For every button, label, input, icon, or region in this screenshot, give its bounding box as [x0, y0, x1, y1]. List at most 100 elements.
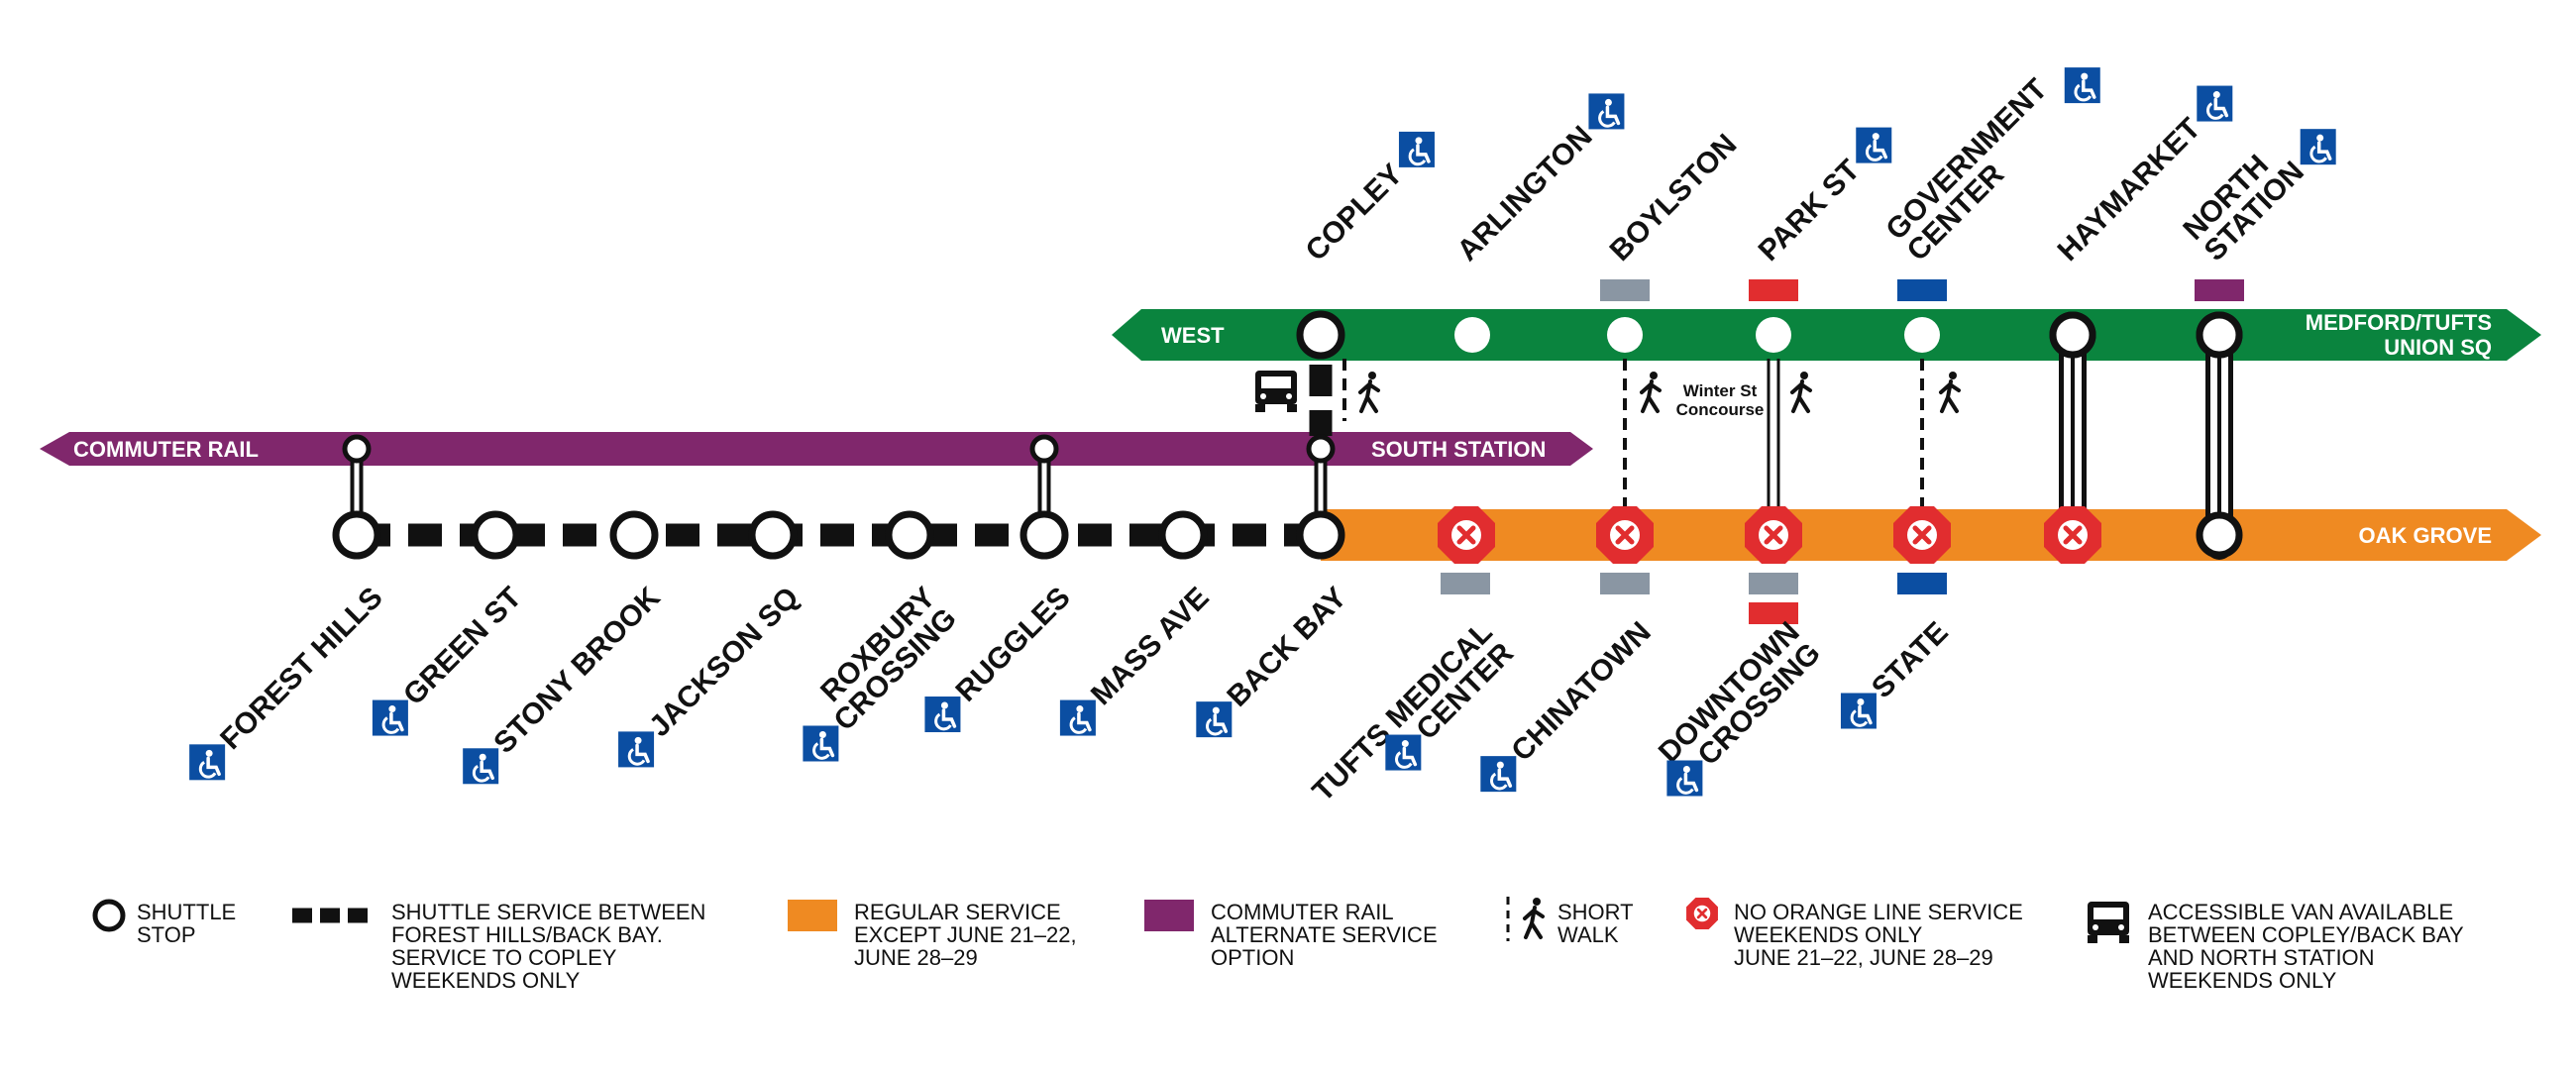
green-stop	[1607, 317, 1643, 353]
short-walk-icon	[1523, 896, 1545, 939]
legend-text: STOP	[137, 922, 196, 947]
legend-text: SERVICE TO COPLEY	[391, 945, 617, 970]
legend-text: SHORT	[1557, 900, 1634, 924]
accessible-icon	[1586, 91, 1627, 132]
shuttle-stop	[748, 510, 798, 560]
shuttle-stop-icon	[92, 899, 126, 932]
blue-line-bar	[1897, 279, 1947, 301]
accessible-icon	[1839, 691, 1878, 731]
red-line-bar	[1749, 279, 1798, 301]
green-stop	[1454, 317, 1490, 353]
legend-text: EXCEPT JUNE 21–22,	[854, 922, 1077, 947]
ruggles-cr-stop	[1029, 434, 1059, 464]
north-station-stop	[2196, 511, 2243, 559]
accessible-icon	[187, 742, 227, 783]
legend-text: WEEKENDS ONLY	[2148, 968, 2337, 993]
shuttle-stop	[885, 510, 934, 560]
no-service-icon	[1893, 506, 1951, 564]
accessible-van-icon	[2088, 902, 2129, 943]
accessible-icon	[1058, 697, 1098, 738]
legend-text: BETWEEN COPLEY/BACK BAY	[2148, 922, 2464, 947]
accessible-icon	[1478, 754, 1519, 794]
short-walk-icon	[1790, 370, 1812, 413]
shuttle-stop	[471, 510, 520, 560]
legend-text: WEEKENDS ONLY	[391, 968, 581, 993]
north-station-stop	[2196, 311, 2243, 359]
station-name: JACKSON SQ	[643, 581, 805, 743]
legend-text: SHUTTLE	[137, 900, 236, 924]
silver-line-bar	[1600, 573, 1650, 594]
green-east-label-1: MEDFORD/TUFTS	[2306, 310, 2492, 335]
legend-text: SHUTTLE SERVICE BETWEEN	[391, 900, 705, 924]
concourse-label-1: Winter St	[1683, 381, 1758, 400]
back-bay-cr-stop	[1306, 434, 1336, 464]
south-station-label: SOUTH STATION	[1371, 437, 1546, 462]
station-name: TUFTS MEDICAL	[1307, 615, 1499, 807]
station-name: COPLEY	[1300, 158, 1410, 268]
accessible-icon	[616, 729, 656, 770]
station-name: FOREST HILLS	[214, 581, 389, 756]
legend-text: REGULAR SERVICE	[854, 900, 1061, 924]
legend-text: JUNE 28–29	[854, 945, 978, 970]
no-service-icon	[1745, 506, 1802, 564]
purple-swatch-icon	[1144, 900, 1194, 931]
legend-text: WALK	[1557, 922, 1619, 947]
no-service-icon	[1684, 896, 1720, 931]
station-name: BOYLSTON	[1604, 128, 1744, 268]
legend-text: FOREST HILLS/BACK BAY.	[391, 922, 663, 947]
accessible-icon	[371, 697, 410, 738]
station-name: ARLINGTON	[1451, 120, 1599, 268]
orange-swatch-icon	[788, 900, 837, 931]
green-station-label: PARK ST	[1753, 125, 1894, 268]
silver-line-bar	[1600, 279, 1650, 301]
no-service-icon	[1438, 506, 1495, 564]
legend-text: JUNE 21–22, JUNE 28–29	[1734, 945, 1993, 970]
green-stop	[1296, 310, 1345, 360]
accessible-icon	[2298, 127, 2338, 166]
accessible-icon	[2063, 65, 2102, 105]
accessible-van-icon	[1255, 371, 1297, 412]
forest-hills-cr-stop	[342, 434, 372, 464]
commuter-rail-band	[40, 432, 1593, 466]
accessible-icon	[1854, 125, 1894, 165]
green-west-label: WEST	[1161, 323, 1225, 348]
silver-line-bar	[1749, 573, 1798, 594]
station-name: HAYMARKET	[2052, 112, 2207, 268]
legend-text: ACCESSIBLE VAN AVAILABLE	[2148, 900, 2453, 924]
shuttle-stop	[1296, 510, 1345, 560]
legend-text: NO ORANGE LINE SERVICE	[1734, 900, 2023, 924]
red-line-bar	[1749, 602, 1798, 624]
legend-text: WEEKENDS ONLY	[1734, 922, 1923, 947]
haymarket-stop	[2049, 311, 2096, 359]
accessible-icon	[1383, 732, 1424, 773]
legend-text: COMMUTER RAIL	[1211, 900, 1394, 924]
station-name: BACK BAY	[1221, 581, 1352, 712]
accessible-icon	[801, 723, 841, 764]
station-name: MASS AVE	[1085, 581, 1216, 711]
orange-station-label: STATE	[1839, 615, 1955, 731]
green-station-label: COPLEY	[1300, 130, 1437, 268]
oak-grove-label: OAK GROVE	[2359, 523, 2492, 548]
silver-line-bar	[1441, 573, 1490, 594]
accessible-icon	[1397, 130, 1437, 169]
legend-text: OPTION	[1211, 945, 1294, 970]
legend-text: ALTERNATE SERVICE	[1211, 922, 1438, 947]
short-walk-icon	[1358, 370, 1380, 413]
shuttle-stop	[332, 510, 381, 560]
short-walk-icon	[1640, 370, 1662, 413]
green-stop	[1904, 317, 1940, 353]
shuttle-stop	[1020, 510, 1069, 560]
green-east-label-2: UNION SQ	[2384, 335, 2492, 360]
green-station-label: BOYLSTON	[1604, 128, 1744, 268]
shuttle-stop	[609, 510, 659, 560]
green-stop	[1756, 317, 1791, 353]
concourse-label-2: Concourse	[1676, 400, 1765, 419]
commuter-rail-label: COMMUTER RAIL	[73, 437, 259, 462]
orange-station-label: FOREST HILLS	[187, 581, 389, 783]
